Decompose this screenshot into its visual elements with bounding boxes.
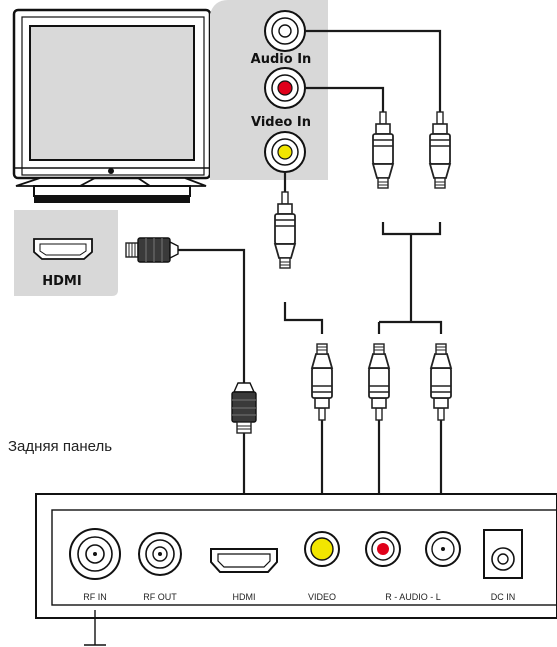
audio-in-label: Audio In — [251, 52, 312, 67]
audio-l-jack[interactable] — [425, 531, 461, 567]
video-in-label: Video In — [251, 115, 311, 130]
audio-r-jack[interactable] — [365, 531, 401, 567]
tv-hdmi-label: HDMI — [42, 274, 81, 289]
coax-port-icon[interactable] — [69, 528, 121, 580]
rca-plug-icon — [312, 344, 451, 420]
panel-title: Задняя панель — [8, 438, 112, 455]
dc-jack-icon[interactable] — [483, 529, 523, 579]
port-label-dc-in: DC IN — [491, 592, 516, 602]
hdmi-port-icon — [33, 238, 93, 260]
hdmi-plug-icon — [125, 237, 179, 263]
ground-icon — [84, 610, 106, 646]
port-label-rf-out: RF OUT — [143, 592, 177, 602]
port-label-hdmi: HDMI — [233, 592, 256, 602]
port-label-rf-in: RF IN — [83, 592, 107, 602]
port-label-video: VIDEO — [308, 592, 336, 602]
hdmi-plug-icon — [231, 382, 257, 527]
tv-hdmi-panel: HDMI — [14, 210, 118, 296]
coax-port-icon[interactable] — [138, 532, 182, 576]
hdmi-port-icon[interactable] — [210, 548, 278, 573]
tv-input-panel: Audio In Video In — [210, 0, 328, 180]
back-panel: RF IN RF OUT HDMI VIDEO R - AUDIO - L DC… — [35, 493, 557, 619]
video-out-jack[interactable] — [304, 531, 340, 567]
tv-icon — [12, 8, 212, 203]
port-label-audio: R - AUDIO - L — [385, 592, 441, 602]
